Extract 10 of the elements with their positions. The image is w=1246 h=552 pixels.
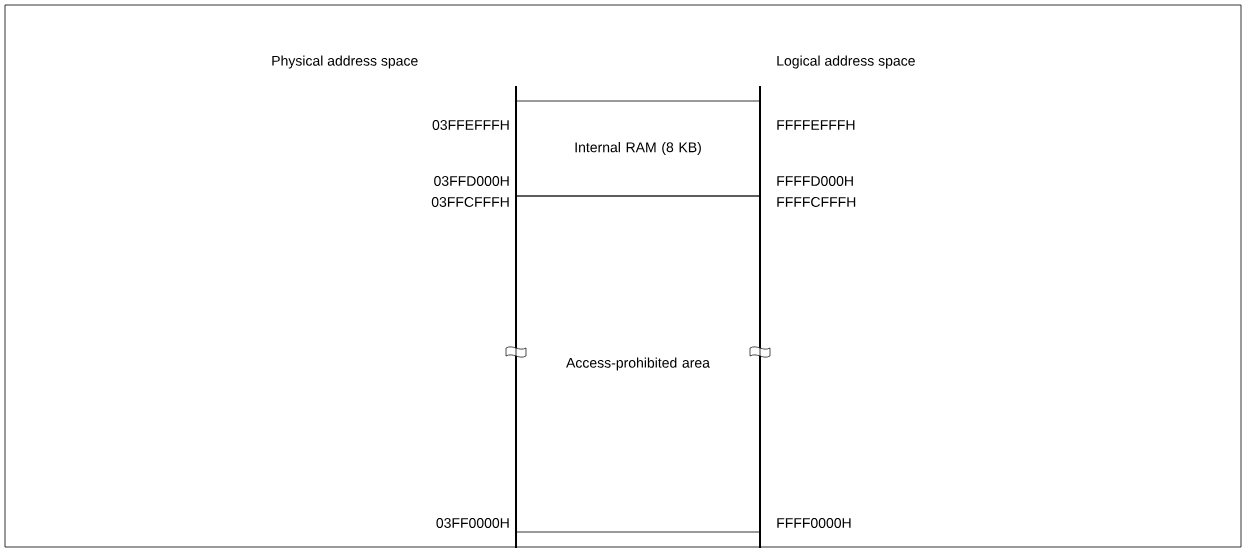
address-label: FFFFEFFFH: [777, 120, 855, 130]
address-label: 03FFCFFFH: [431, 197, 509, 207]
memory-region: Internal RAM (8 KB): [515, 100, 761, 197]
heading: Logical address space: [777, 55, 915, 69]
address-label: FFFFCFFFH: [777, 197, 856, 207]
heading: Physical address space: [272, 55, 418, 69]
memory-region: Access-prohibited area: [515, 195, 761, 533]
address-label: FFFFD000H: [777, 176, 853, 186]
address-label: 03FFD000H: [434, 176, 509, 186]
address-label: FFFF0000H: [777, 518, 851, 528]
